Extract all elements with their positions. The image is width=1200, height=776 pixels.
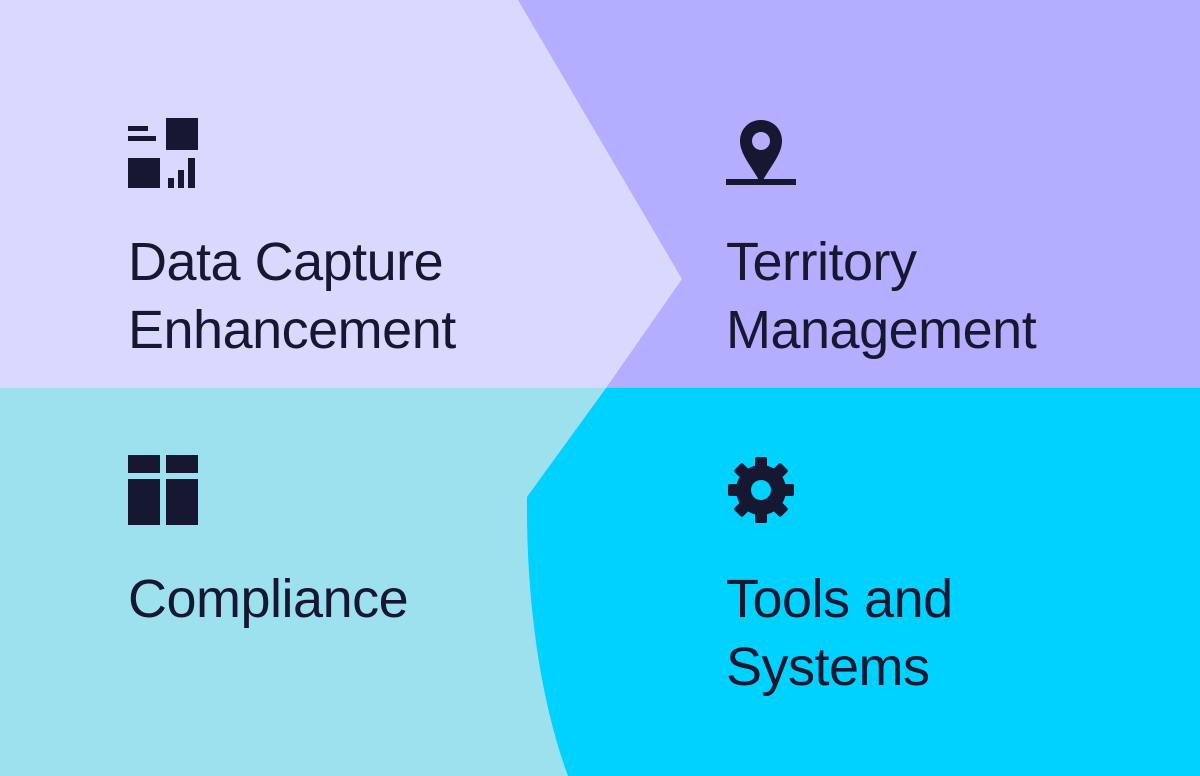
quadrant-territory: Territory Management	[726, 118, 1146, 364]
gear-icon	[728, 457, 794, 523]
quadrant-tools: Tools and Systems	[726, 455, 1146, 701]
quadrant-compliance: Compliance	[128, 455, 548, 633]
dashboard-chart-icon	[128, 118, 198, 188]
quadrant-top-right-bg	[518, 0, 1200, 388]
quadrant-label-data-capture: Data Capture Enhancement	[128, 232, 456, 360]
quadrant-bottom-right-bg	[526, 388, 1200, 776]
layout-grid-icon	[128, 455, 198, 525]
quadrant-label-territory: Territory Management	[726, 232, 1037, 360]
quadrant-label-compliance: Compliance	[128, 569, 409, 629]
map-pin-icon	[726, 120, 796, 185]
quadrant-data-capture: Data Capture Enhancement	[128, 118, 548, 364]
quadrant-label-tools: Tools and Systems	[726, 569, 953, 697]
